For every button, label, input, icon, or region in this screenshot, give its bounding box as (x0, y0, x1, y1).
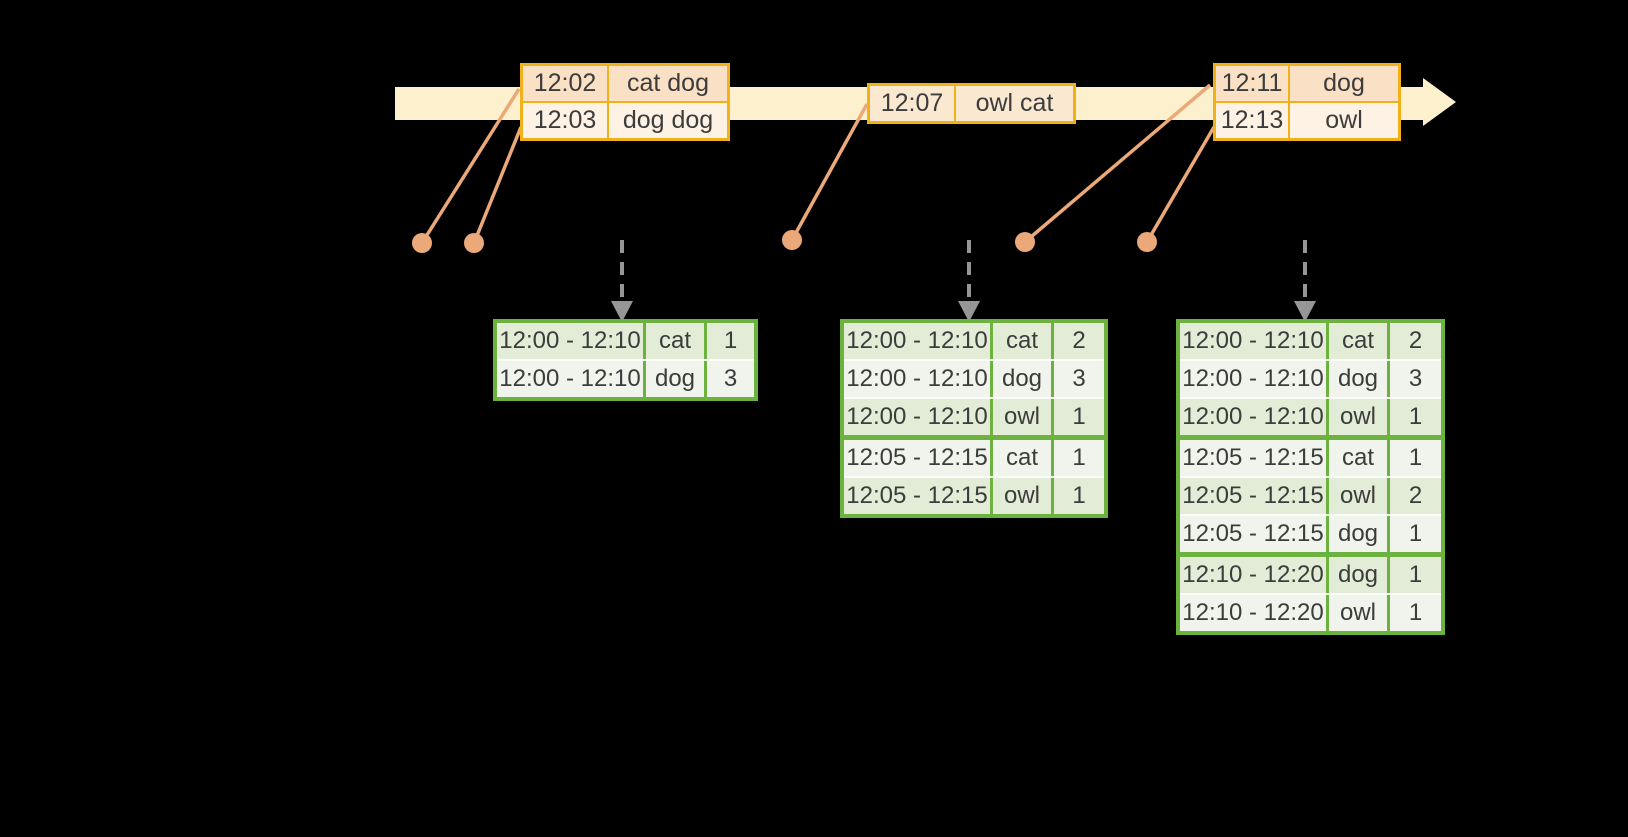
word-cell: owl (1326, 399, 1387, 435)
window-cell: 12:05 - 12:15 (1180, 478, 1326, 514)
count-cell: 1 (1387, 516, 1441, 552)
window-cell: 12:05 - 12:15 (1180, 516, 1326, 552)
event-connector-line (1023, 83, 1212, 244)
event-table-1: 12:02 cat dog 12:03 dog dog (520, 63, 730, 141)
window-cell: 12:00 - 12:10 (1180, 399, 1326, 435)
event-words-cell: owl cat (954, 86, 1073, 121)
count-cell: 1 (704, 323, 754, 359)
table-row: 12:02 cat dog (523, 66, 727, 101)
event-dot (464, 233, 484, 253)
event-time-cell: 12:11 (1216, 66, 1288, 101)
result-table-2: 12:00 - 12:10 cat 2 12:00 - 12:10 dog 3 … (840, 319, 1108, 518)
word-cell: owl (990, 478, 1051, 514)
event-time-cell: 12:02 (523, 66, 607, 101)
table-row: 12:00 - 12:10 cat 2 (844, 323, 1104, 359)
event-dots (412, 230, 1157, 253)
event-dot (1137, 232, 1157, 252)
window-cell: 12:00 - 12:10 (844, 323, 990, 359)
word-cell: dog (1326, 516, 1387, 552)
table-row: 12:11 dog (1216, 66, 1398, 101)
trigger-arrow-icon (958, 301, 980, 322)
table-row: 12:05 - 12:15 cat 1 (1180, 435, 1441, 476)
event-time-cell: 12:07 (870, 86, 954, 121)
word-cell: owl (1326, 478, 1387, 514)
trigger-arrows (611, 240, 1316, 322)
word-cell: cat (1326, 323, 1387, 359)
table-row: 12:00 - 12:10 dog 3 (1180, 359, 1441, 397)
window-cell: 12:05 - 12:15 (844, 440, 990, 476)
table-row: 12:00 - 12:10 owl 1 (844, 397, 1104, 435)
count-cell: 3 (704, 361, 754, 397)
event-dot (412, 233, 432, 253)
event-words-cell: dog dog (607, 103, 727, 138)
table-row: 12:07 owl cat (870, 86, 1073, 121)
word-cell: cat (1326, 440, 1387, 476)
table-row: 12:05 - 12:15 cat 1 (844, 435, 1104, 476)
count-cell: 2 (1051, 323, 1104, 359)
table-row: 12:00 - 12:10 owl 1 (1180, 397, 1441, 435)
window-cell: 12:10 - 12:20 (1180, 595, 1326, 631)
table-row: 12:10 - 12:20 owl 1 (1180, 593, 1441, 631)
window-cell: 12:05 - 12:15 (1180, 440, 1326, 476)
window-cell: 12:05 - 12:15 (844, 478, 990, 514)
count-cell: 1 (1387, 557, 1441, 593)
event-words-cell: owl (1288, 103, 1398, 138)
event-connector-line (420, 88, 521, 244)
word-cell: owl (1326, 595, 1387, 631)
table-row: 12:00 - 12:10 cat 1 (497, 323, 754, 359)
table-row: 12:05 - 12:15 owl 2 (1180, 476, 1441, 514)
window-cell: 12:00 - 12:10 (844, 361, 990, 397)
table-row: 12:00 - 12:10 dog 3 (844, 359, 1104, 397)
word-cell: cat (990, 323, 1051, 359)
result-table-3: 12:00 - 12:10 cat 2 12:00 - 12:10 dog 3 … (1176, 319, 1445, 635)
word-cell: dog (1326, 361, 1387, 397)
table-row: 12:05 - 12:15 owl 1 (844, 476, 1104, 514)
count-cell: 1 (1051, 440, 1104, 476)
word-cell: owl (990, 399, 1051, 435)
window-cell: 12:00 - 12:10 (1180, 361, 1326, 397)
event-connector-line (790, 103, 869, 241)
event-dot (782, 230, 802, 250)
event-dot (1015, 232, 1035, 252)
event-words-cell: cat dog (607, 66, 727, 101)
count-cell: 1 (1387, 399, 1441, 435)
event-table-2: 12:07 owl cat (867, 83, 1076, 124)
word-cell: dog (990, 361, 1051, 397)
event-time-cell: 12:03 (523, 103, 607, 138)
count-cell: 2 (1387, 323, 1441, 359)
table-row: 12:10 - 12:20 dog 1 (1180, 552, 1441, 593)
table-row: 12:00 - 12:10 dog 3 (497, 359, 754, 397)
window-cell: 12:00 - 12:10 (844, 399, 990, 435)
table-row: 12:13 owl (1216, 101, 1398, 138)
event-words-cell: dog (1288, 66, 1398, 101)
count-cell: 1 (1387, 595, 1441, 631)
word-cell: dog (1326, 557, 1387, 593)
result-table-1: 12:00 - 12:10 cat 1 12:00 - 12:10 dog 3 (493, 319, 758, 401)
event-connector-line (472, 126, 523, 244)
count-cell: 3 (1387, 361, 1441, 397)
table-row: 12:03 dog dog (523, 101, 727, 138)
window-cell: 12:10 - 12:20 (1180, 557, 1326, 593)
event-table-3: 12:11 dog 12:13 owl (1213, 63, 1401, 141)
window-cell: 12:00 - 12:10 (497, 361, 643, 397)
event-time-cell: 12:13 (1216, 103, 1288, 138)
trigger-arrow-icon (1294, 301, 1316, 322)
count-cell: 2 (1387, 478, 1441, 514)
count-cell: 1 (1051, 399, 1104, 435)
word-cell: dog (643, 361, 704, 397)
word-cell: cat (990, 440, 1051, 476)
count-cell: 3 (1051, 361, 1104, 397)
trigger-arrow-icon (611, 301, 633, 322)
table-row: 12:05 - 12:15 dog 1 (1180, 514, 1441, 552)
window-cell: 12:00 - 12:10 (1180, 323, 1326, 359)
event-connector-lines (420, 83, 1216, 244)
word-cell: cat (643, 323, 704, 359)
count-cell: 1 (1051, 478, 1104, 514)
table-row: 12:00 - 12:10 cat 2 (1180, 323, 1441, 359)
count-cell: 1 (1387, 440, 1441, 476)
window-cell: 12:00 - 12:10 (497, 323, 643, 359)
event-connector-line (1145, 126, 1216, 243)
timeline-arrowhead-icon (1423, 78, 1456, 126)
